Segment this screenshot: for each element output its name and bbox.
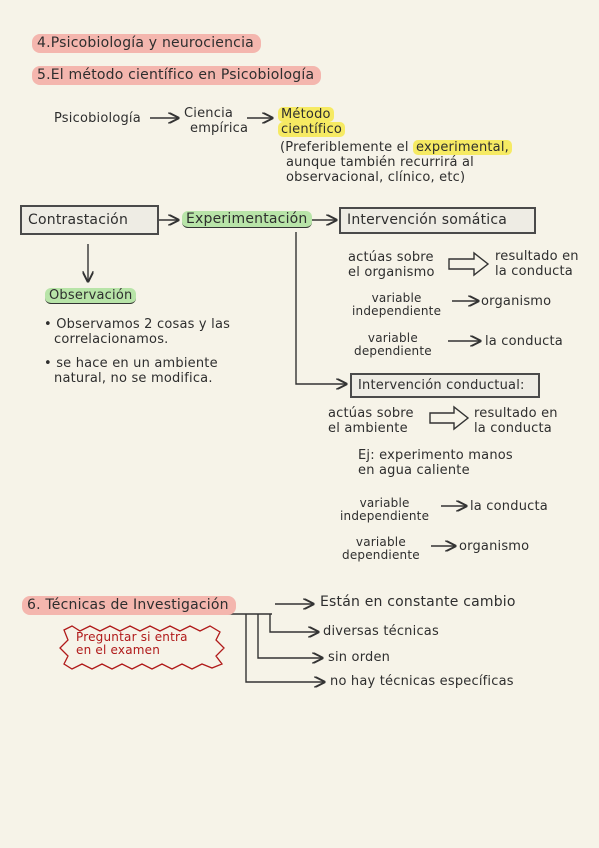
conductual-vd: variable dependiente: [342, 535, 420, 562]
arrow-tec-b3: [257, 614, 322, 658]
metodo-cientifico: Método científico: [278, 107, 345, 137]
somatica-resultado: resultado en la conducta: [495, 249, 579, 279]
note-cloud: [59, 625, 225, 670]
conductual-actuas: actúas sobre el ambiente: [328, 406, 414, 436]
note-preguntar: Preguntar si entra en el examen: [76, 630, 188, 657]
conductual-vi-result: la conducta: [470, 499, 548, 514]
arrow-tec-b2: [269, 614, 318, 632]
observacion-label: Observación: [45, 288, 137, 304]
tecnicas-branch-4: no hay técnicas específicas: [330, 674, 514, 689]
observacion-bullet-1: • Observamos 2 cosas y las correlacionam…: [44, 317, 231, 347]
tecnicas-branch-3: sin orden: [328, 650, 391, 665]
observacion-bullet-2: • se hace en un ambiente natural, no se …: [44, 356, 218, 386]
conductual-vd-result: organismo: [459, 539, 530, 554]
tecnicas-title: 6. Técnicas de Investigación: [22, 596, 236, 615]
somatica-vi-result: organismo: [481, 294, 552, 309]
intervencion-somatica-box: Intervención somática: [339, 207, 536, 234]
tecnicas-branch-2: diversas técnicas: [323, 624, 439, 639]
section-title-4: 4.Psicobiología y neurociencia: [32, 34, 261, 53]
somatica-vd: variable dependiente: [354, 331, 432, 358]
intervencion-conductual-box: Intervención conductual:: [350, 373, 540, 398]
contrastacion-box: Contrastación: [20, 205, 159, 235]
arrow-tec-b4: [245, 614, 324, 682]
conductual-ejemplo: Ej: experimento manos en agua caliente: [358, 448, 513, 478]
experimentacion-label: Experimentación: [182, 211, 312, 228]
block-arrow-somatica: [448, 251, 490, 277]
somatica-vd-result: la conducta: [485, 334, 563, 349]
conductual-resultado: resultado en la conducta: [474, 406, 558, 436]
block-arrow-conductual: [429, 405, 470, 431]
section-title-5: 5.El método científico en Psicobiología: [32, 66, 322, 85]
preferiblemente-note: (Preferiblemente el experimental, aunque…: [280, 140, 580, 185]
conductual-vi: variable independiente: [340, 496, 430, 523]
psicobiologia-label: Psicobiología: [54, 111, 141, 126]
somatica-vi: variable independiente: [352, 291, 442, 318]
arrow-exp-conductual: [295, 232, 346, 384]
tecnicas-branch-1: Están en constante cambio: [320, 594, 516, 610]
somatica-actuas: actúas sobre el organismo: [348, 250, 435, 280]
ciencia-empirica: Ciencia empírica: [184, 106, 249, 136]
